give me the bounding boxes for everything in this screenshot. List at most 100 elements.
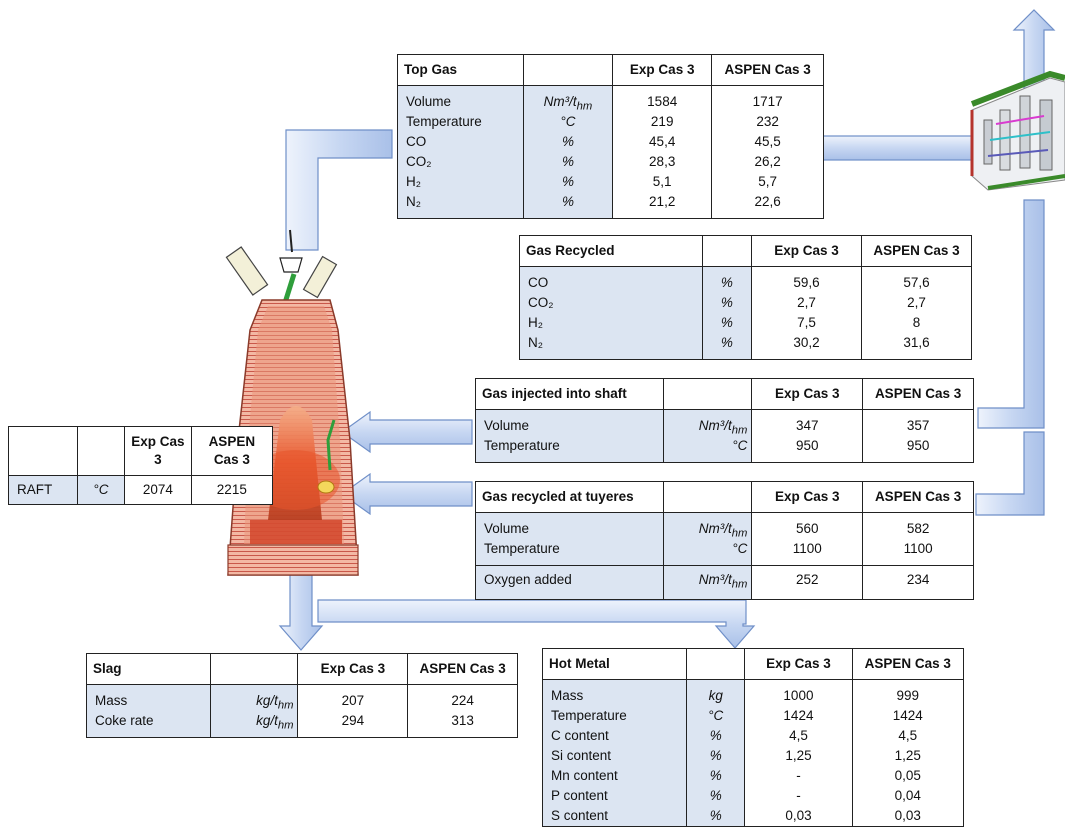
row-label: P content xyxy=(551,788,608,803)
top-gas-table: Top Gas Exp Cas 3 ASPEN Cas 3 Volume Tem… xyxy=(397,54,824,219)
exp-value: - xyxy=(796,768,801,783)
slag-title: Slag xyxy=(86,653,211,685)
exp-value: 1000 xyxy=(783,688,814,703)
slag-down-arrow xyxy=(278,574,324,651)
exp-value: 4,5 xyxy=(789,728,808,743)
gas-recycled-labels: CO CO₂ H₂ N₂ xyxy=(519,266,703,360)
gas-recycled-title: Gas Recycled xyxy=(519,235,703,267)
row-label: Mass xyxy=(95,693,128,708)
gas-recycled-units: % % % % xyxy=(701,266,753,360)
hot-metal-table: Hot Metal Exp Cas 3 ASPEN Cas 3 Mass Tem… xyxy=(541,648,965,827)
aspen-value: 0,04 xyxy=(894,788,921,803)
row-unit: % xyxy=(709,748,722,763)
aspen-value: 1100 xyxy=(903,541,933,556)
row-label: S content xyxy=(551,808,609,823)
exp-value: 45,4 xyxy=(649,134,676,149)
aspen-value: 57,6 xyxy=(903,275,930,290)
top-gas-labels: Volume Temperature CO CO₂ H₂ N₂ xyxy=(397,85,524,219)
raft-exp: 2074 xyxy=(124,475,192,505)
row-unit: % xyxy=(709,768,722,783)
aspen-value: 357 xyxy=(906,418,930,433)
exp-value: 30,2 xyxy=(793,335,820,350)
exp-value: 0,03 xyxy=(785,808,812,823)
gas-tuyeres-title: Gas recycled at tuyeres xyxy=(474,481,665,513)
aspen-value: 313 xyxy=(451,713,474,728)
row-unit: kg/thm xyxy=(256,693,294,712)
oxygen-exp: 252 xyxy=(751,565,864,600)
row-label: CO₂ xyxy=(528,295,554,310)
row-unit: % xyxy=(709,728,722,743)
gas-shaft-table: Gas injected into shaft Exp Cas 3 ASPEN … xyxy=(474,378,974,463)
exp-value: 560 xyxy=(796,521,819,536)
row-unit: % xyxy=(709,788,722,803)
row-label: N₂ xyxy=(528,335,543,350)
row-label: Temperature xyxy=(484,541,560,556)
row-label: Volume xyxy=(484,418,530,433)
exp-value: 28,3 xyxy=(649,154,676,169)
row-unit: °C xyxy=(732,438,748,453)
gas-tuyeres-col-aspen: ASPEN Cas 3 xyxy=(862,481,974,513)
aspen-value: 1,25 xyxy=(894,748,921,763)
return-pipe-shaft xyxy=(977,199,1045,429)
aspen-value: 4,5 xyxy=(898,728,918,743)
aspen-value: 45,5 xyxy=(754,134,781,149)
row-unit: % xyxy=(720,295,733,310)
blast-furnace xyxy=(225,229,359,576)
exp-value: 219 xyxy=(650,114,674,129)
hot-metal-labels: Mass Temperature C content Si content Mn… xyxy=(541,679,688,827)
exp-value: 21,2 xyxy=(649,194,676,209)
aspen-value: 232 xyxy=(756,114,779,129)
slag-table: Slag Exp Cas 3 ASPEN Cas 3 Mass Coke rat… xyxy=(86,653,518,738)
aspen-value: 0,03 xyxy=(894,808,921,823)
row-label: CO xyxy=(406,134,427,149)
row-label: C content xyxy=(551,728,609,743)
gas-shaft-col-exp: Exp Cas 3 xyxy=(751,378,864,410)
exp-value: 207 xyxy=(341,693,365,708)
row-label: H₂ xyxy=(406,174,421,189)
row-label: Coke rate xyxy=(95,713,154,728)
gas-treatment-plant xyxy=(970,70,1065,191)
row-unit: Nm³/thm xyxy=(543,94,593,113)
row-label: N₂ xyxy=(406,194,421,209)
oxygen-unit: Nm³/thm xyxy=(663,565,753,600)
gas-tuyeres-exp-values: 560 1100 xyxy=(751,512,864,566)
aspen-value: 0,05 xyxy=(894,768,921,783)
exp-value: - xyxy=(796,788,801,803)
row-label: CO xyxy=(528,275,549,290)
exp-value: 1100 xyxy=(792,541,822,556)
exp-value: 2,7 xyxy=(797,295,816,310)
gas-recycled-exp-values: 59,6 2,7 7,5 30,2 xyxy=(751,266,863,360)
aspen-value: 1424 xyxy=(892,708,923,723)
gas-shaft-units: Nm³/thm °C xyxy=(663,409,753,463)
top-gas-aspen-values: 1717 232 45,5 26,2 5,7 22,6 xyxy=(711,85,824,219)
oxygen-aspen: 234 xyxy=(862,565,974,600)
gas-shaft-aspen-values: 357 950 xyxy=(862,409,974,463)
gas-recycled-table: Gas Recycled Exp Cas 3 ASPEN Cas 3 CO CO… xyxy=(519,235,972,360)
exp-value: 7,5 xyxy=(797,315,816,330)
top-gas-title: Top Gas xyxy=(397,54,524,86)
gas-shaft-title: Gas injected into shaft xyxy=(474,378,665,410)
return-pipe-tuyeres xyxy=(975,431,1045,516)
slag-col-exp: Exp Cas 3 xyxy=(297,653,409,685)
gas-shaft-labels: Volume Temperature xyxy=(474,409,665,463)
top-gas-exp-values: 1584 219 45,4 28,3 5,1 21,2 xyxy=(612,85,713,219)
gas-recycled-col-aspen: ASPEN Cas 3 xyxy=(861,235,972,267)
row-unit: °C xyxy=(560,114,576,129)
aspen-value: 31,6 xyxy=(903,335,930,350)
top-gas-to-plant-pipe xyxy=(821,135,973,161)
row-unit: % xyxy=(709,808,722,823)
aspen-value: 5,7 xyxy=(758,174,778,189)
slag-units: kg/thm kg/thm xyxy=(209,684,299,738)
exp-value: 1,25 xyxy=(785,748,812,763)
row-label: Si content xyxy=(551,748,612,763)
top-gas-pipe xyxy=(285,129,393,251)
hot-metal-exp-values: 1000 1424 4,5 1,25 - - 0,03 xyxy=(744,679,853,827)
hot-metal-units: kg °C % % % % % xyxy=(686,679,746,827)
aspen-value: 26,2 xyxy=(754,154,781,169)
top-gas-units: Nm³/thm °C % % % % xyxy=(522,85,614,219)
hot-metal-aspen-values: 999 1424 4,5 1,25 0,05 0,04 0,03 xyxy=(851,679,965,827)
hot-metal-title: Hot Metal xyxy=(541,648,688,680)
exp-value: 950 xyxy=(796,438,819,453)
row-unit: % xyxy=(561,134,574,149)
slag-col-aspen: ASPEN Cas 3 xyxy=(407,653,518,685)
